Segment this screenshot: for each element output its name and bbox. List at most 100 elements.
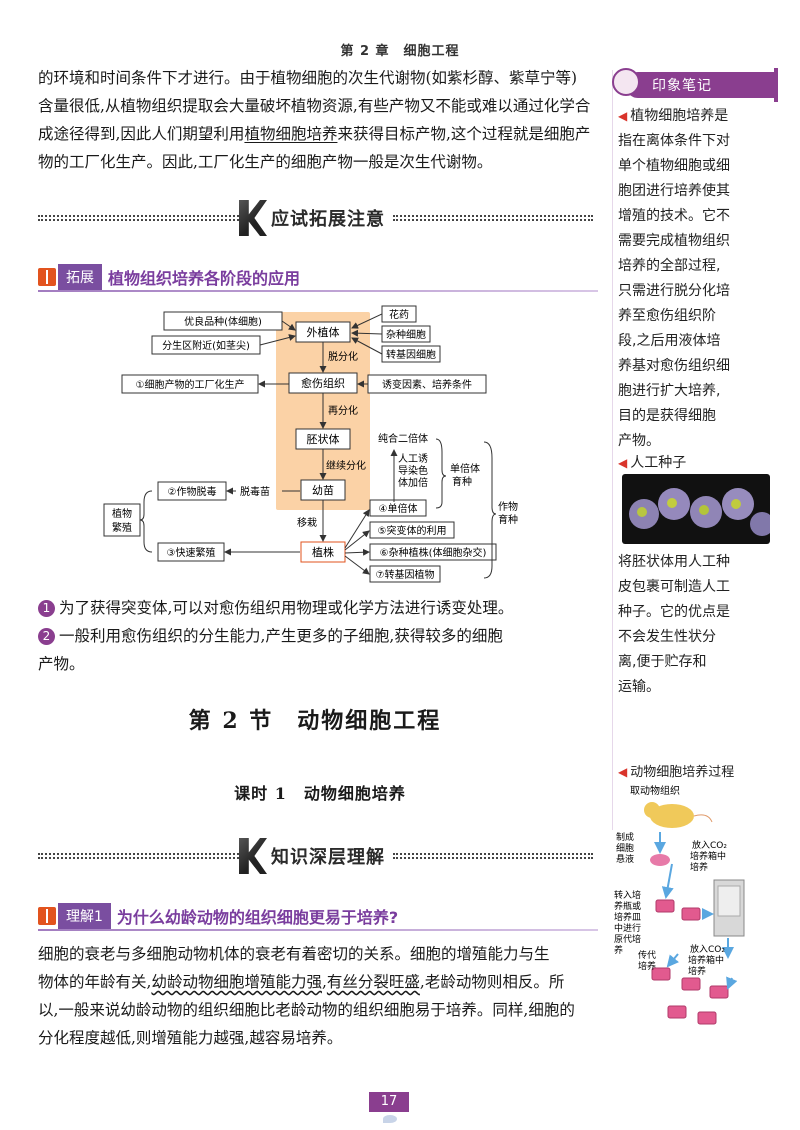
culture-flask: [655, 899, 675, 913]
sidebar-divider: [612, 70, 613, 830]
note1-line: 培养的全部过程,: [618, 258, 721, 274]
culture-flask: [681, 907, 701, 921]
co2-incubator-2b: 培养箱中: [688, 954, 724, 966]
co2-incubator-1b: 培养箱中: [690, 850, 726, 862]
culture-flask: [681, 977, 701, 991]
understand-paragraph: 细胞的衰老与多细胞动物机体的衰老有着密切的关系。细胞的增殖能力与生 物体的年龄有…: [38, 940, 608, 1052]
understand-line: 细胞的衰老与多细胞动物机体的衰老有着密切的关系。细胞的增殖能力与生: [38, 945, 550, 963]
notebook-badge: 印象笔记: [612, 68, 778, 102]
plant-box: [300, 541, 346, 563]
notebook-icon: [612, 68, 640, 96]
culture-flask: [697, 1011, 717, 1025]
transfer-1: 转入培: [614, 889, 641, 901]
culture-flask: [667, 1005, 687, 1019]
detox-seedling: 脱毒苗: [240, 485, 270, 498]
artificial-induce-3: 体加倍: [398, 476, 428, 489]
lesson-title: 课时 1 动物细胞培养: [234, 784, 406, 803]
source-left-1: 优良品种(体细胞): [184, 315, 262, 328]
transgenic-plant: ⑦转基因植物: [376, 568, 435, 581]
sidebar-note-2-title: ◀人工种子: [618, 451, 686, 476]
expand-tag: 拓展: [58, 264, 102, 290]
veg-propagation-2: 繁殖: [112, 521, 132, 534]
artificial-induce-1: 人工诱: [398, 452, 428, 465]
page-number: 17: [369, 1092, 409, 1112]
source-right-2: 杂种细胞: [386, 328, 426, 341]
dotted-rule: [393, 853, 593, 859]
note1-line: 养至愈伤组织阶: [618, 308, 716, 324]
make-suspension-1: 制成: [616, 831, 634, 843]
heading-underline: [38, 290, 598, 292]
note1-line: 产物。: [618, 433, 660, 449]
redifferentiation-label: 再分化: [328, 404, 358, 417]
note1-line: 胞团进行培养使其: [618, 183, 730, 199]
culture-flask: [651, 967, 671, 981]
note2-line: 皮包裹可制造人工: [618, 579, 730, 595]
dotted-rule: [38, 215, 239, 221]
note1-line: 需要完成植物组织: [618, 233, 730, 249]
intro-line: 成途径得到,因此人们期望利用植物细胞培养来获得目标产物,这个过程就是细胞产: [38, 125, 591, 143]
transfer-2: 养瓶或: [614, 900, 641, 912]
source-right-3: 转基因细胞: [386, 348, 436, 361]
understand-heading: 理解1 为什么幼龄动物的组织细胞更易于培养?: [38, 903, 398, 929]
note-number-badge: 2: [38, 628, 55, 645]
pure-diploid: 纯合二倍体: [378, 432, 428, 445]
book-icon: [38, 268, 56, 286]
crop-breeding-2: 育种: [498, 513, 518, 526]
note2-line: 不会发生性状分: [618, 629, 716, 645]
understand-line: 以,一般来说幼龄动物的组织细胞比老龄动物的组织细胞易于培养。同样,细胞的: [38, 1001, 575, 1019]
transfer-5: 原代培: [614, 933, 641, 945]
seeds-illustration: [629, 488, 770, 536]
transplant-label: 移栽: [297, 516, 317, 529]
crop-breeding-1: 作物: [498, 500, 518, 513]
understand-title: 为什么幼龄动物的组织细胞更易于培养?: [116, 908, 399, 927]
diagram-note-2-cont: 产物。: [38, 655, 85, 673]
emphasis-term: 幼龄动物细胞增殖能力强: [151, 973, 322, 991]
transfer-3: 培养皿: [614, 911, 641, 923]
banner-label: 应试拓展注意: [271, 209, 385, 230]
rapid-propagation: ③快速繁殖: [167, 546, 216, 559]
section-title: 第 2 节 动物细胞工程: [188, 708, 442, 734]
transfer-4: 中进行: [614, 922, 641, 934]
explant-label: 外植体: [307, 325, 340, 339]
detox-crop: ②作物脱毒: [168, 485, 217, 498]
intro-line: 含量很低,从植物组织提取会大量破坏植物资源,有些产物又不能或难以通过化学合: [38, 97, 591, 115]
underlined-term: 植物细胞培养: [244, 125, 338, 143]
passage-2: 培养: [638, 960, 656, 972]
source-right-1: 花药: [389, 308, 409, 321]
co2-incubator-2c: 培养: [688, 965, 706, 977]
mouse-figure: [650, 804, 694, 828]
note1-line: 指在离体条件下对: [618, 133, 730, 149]
make-suspension-3: 悬液: [616, 853, 634, 865]
dotted-rule: [393, 215, 593, 221]
understand-line: 物体的年龄有关,幼龄动物细胞增殖能力强,有丝分裂旺盛,老龄动物则相反。所: [38, 973, 565, 991]
seedling-label: 幼苗: [312, 484, 334, 497]
book-icon: [38, 907, 56, 925]
note1-line: 只需进行脱分化培: [618, 283, 730, 299]
culture-flask: [709, 985, 729, 999]
passage-1: 传代: [638, 949, 656, 961]
source-left-2: 分生区附近(如茎尖): [162, 339, 250, 352]
note1-line: 目的是获得细胞: [618, 408, 716, 424]
artificial-induce-2: 导染色: [398, 464, 428, 477]
embryoid-label: 胚状体: [307, 432, 340, 446]
note1-line: 段,之后用液体培: [618, 333, 721, 349]
note-bar: [774, 68, 778, 102]
bird-icon: [383, 1115, 397, 1123]
mutant-use: ⑤突变体的利用: [378, 524, 447, 537]
note1-line: ◀植物细胞培养是: [618, 108, 729, 124]
emphasis-term: 有丝分裂旺盛: [326, 973, 420, 991]
understand-tag: 理解1: [58, 903, 111, 929]
expand-title: 植物组织培养各阶段的应用: [108, 269, 301, 288]
k-logo-icon: [239, 838, 267, 874]
section-banner-knowledge: 知识深层理解: [38, 838, 593, 874]
note1-line: 养基对愈伤组织细: [618, 358, 730, 374]
make-suspension-2: 细胞: [616, 842, 634, 854]
veg-propagation-1: 植物: [112, 507, 132, 520]
mutagen-factors: 诱变因素、培养条件: [382, 378, 472, 391]
note2-line: 离,便于贮存和: [618, 654, 707, 670]
intro-line: 物的工厂化生产。因此,工厂化生产的细胞产物一般是次生代谢物。: [38, 153, 493, 171]
red-triangle-icon: ◀: [618, 456, 628, 470]
banner-label: 知识深层理解: [271, 847, 385, 868]
